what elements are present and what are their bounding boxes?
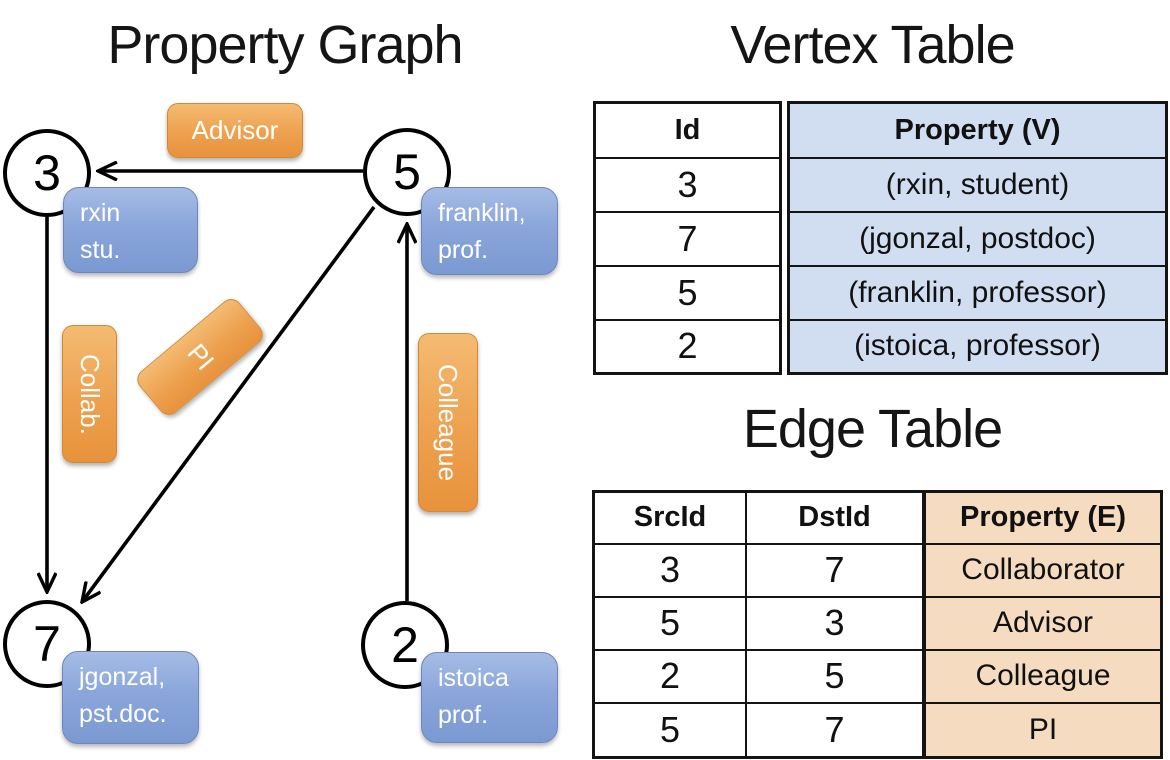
- vertex-id-cell: 3: [593, 156, 782, 213]
- edge-dst-cell: 7: [745, 542, 925, 598]
- table-row: (franklin, professor): [787, 264, 1168, 321]
- vertex-property-cell: (franklin, professor): [787, 264, 1168, 321]
- edge-label-text: Colleague: [433, 363, 464, 482]
- edge-dst-cell: 3: [745, 595, 925, 651]
- table-row: (rxin, student): [787, 156, 1168, 213]
- table-row: 7: [593, 210, 782, 267]
- callout-line1: rxin: [80, 199, 121, 227]
- vertex-node-2: 2: [361, 601, 449, 689]
- edge-dst-cell: 5: [745, 648, 925, 704]
- edge-label-colleague: Colleague: [418, 333, 478, 512]
- table-row: (jgonzal, postdoc): [787, 210, 1168, 267]
- vertex-id-cell: 5: [593, 264, 782, 321]
- vertex-table-id-column: Id 3 7 5 2: [593, 101, 782, 375]
- vertex-property-callout-franklin: franklin, prof.: [421, 187, 558, 275]
- table-row: PI: [923, 701, 1163, 759]
- edge-property-cell: Colleague: [923, 648, 1163, 704]
- vertex-property-callout-rxin: rxin stu.: [63, 187, 198, 273]
- edge-label-text: Collab.: [75, 353, 105, 435]
- edge-src-cell: 2: [592, 648, 747, 704]
- table-row: 5 3: [592, 595, 925, 651]
- vertex-id-label: 3: [33, 145, 61, 201]
- edge-label-text: PI: [180, 337, 220, 376]
- table-header-row: SrcId DstId: [592, 490, 925, 545]
- vertex-id-label: 2: [391, 617, 419, 673]
- callout-line1: jgonzal,: [79, 663, 166, 691]
- edge-label-advisor: Advisor: [167, 103, 303, 158]
- table-row: 3 7: [592, 542, 925, 598]
- callout-line1: franklin,: [438, 199, 526, 227]
- callout-line2: pst.doc.: [79, 700, 167, 728]
- vertex-property-callout-istoica: istoica prof.: [421, 652, 558, 743]
- edge-src-cell: 5: [592, 701, 747, 759]
- table-header-row: Property (E): [923, 490, 1163, 545]
- table-row: Colleague: [923, 648, 1163, 704]
- vertex-id-label: 7: [33, 616, 61, 672]
- vertex-id-label: 5: [393, 144, 421, 200]
- table-row: 2: [593, 318, 782, 375]
- table-row: (istoica, professor): [787, 318, 1168, 375]
- table-row: 5 7: [592, 701, 925, 759]
- edge-table-title: Edge Table: [742, 399, 1003, 459]
- callout-line2: prof.: [438, 236, 489, 264]
- callout-line2: stu.: [80, 236, 121, 264]
- edge-label-text: Advisor: [191, 115, 279, 145]
- table-row: 2 5: [592, 648, 925, 704]
- edge-table-property-header: Property (E): [923, 490, 1163, 545]
- table-header-row: Property (V): [787, 101, 1168, 159]
- edge-table-id-columns: SrcId DstId 3 7 5 3 2 5 5 7: [592, 490, 925, 759]
- edge-arrow-5-to-7: [82, 205, 376, 602]
- table-header-row: Id: [593, 101, 782, 159]
- edge-label-collab: Collab.: [62, 325, 117, 463]
- vertex-id-cell: 7: [593, 210, 782, 267]
- edge-table-src-header: SrcId: [592, 490, 747, 545]
- vertex-id-cell: 2: [593, 318, 782, 375]
- vertex-table-id-header: Id: [593, 101, 782, 159]
- edge-property-cell: PI: [923, 701, 1163, 759]
- table-row: Advisor: [923, 595, 1163, 651]
- edge-src-cell: 5: [592, 595, 747, 651]
- table-row: 3: [593, 156, 782, 213]
- vertex-table-property-header: Property (V): [787, 101, 1168, 159]
- edge-dst-cell: 7: [745, 701, 925, 759]
- vertex-property-cell: (rxin, student): [787, 156, 1168, 213]
- edge-table-dst-header: DstId: [745, 490, 925, 545]
- callout-line1: istoica: [438, 664, 509, 692]
- edge-table-property-column: Property (E) Collaborator Advisor Collea…: [923, 490, 1163, 759]
- graph-edges-canvas: [0, 0, 585, 760]
- vertex-property-callout-jgonzal: jgonzal, pst.doc.: [62, 651, 199, 744]
- callout-line2: prof.: [438, 701, 489, 729]
- edge-src-cell: 3: [592, 542, 747, 598]
- edge-property-cell: Collaborator: [923, 542, 1163, 598]
- vertex-table-property-column: Property (V) (rxin, student) (jgonzal, p…: [787, 101, 1168, 375]
- edge-property-cell: Advisor: [923, 595, 1163, 651]
- vertex-property-cell: (istoica, professor): [787, 318, 1168, 375]
- vertex-table-title: Vertex Table: [730, 15, 1015, 75]
- property-graph-title: Property Graph: [107, 15, 463, 75]
- table-row: Collaborator: [923, 542, 1163, 598]
- vertex-node-5: 5: [363, 128, 451, 216]
- vertex-property-cell: (jgonzal, postdoc): [787, 210, 1168, 267]
- table-row: 5: [593, 264, 782, 321]
